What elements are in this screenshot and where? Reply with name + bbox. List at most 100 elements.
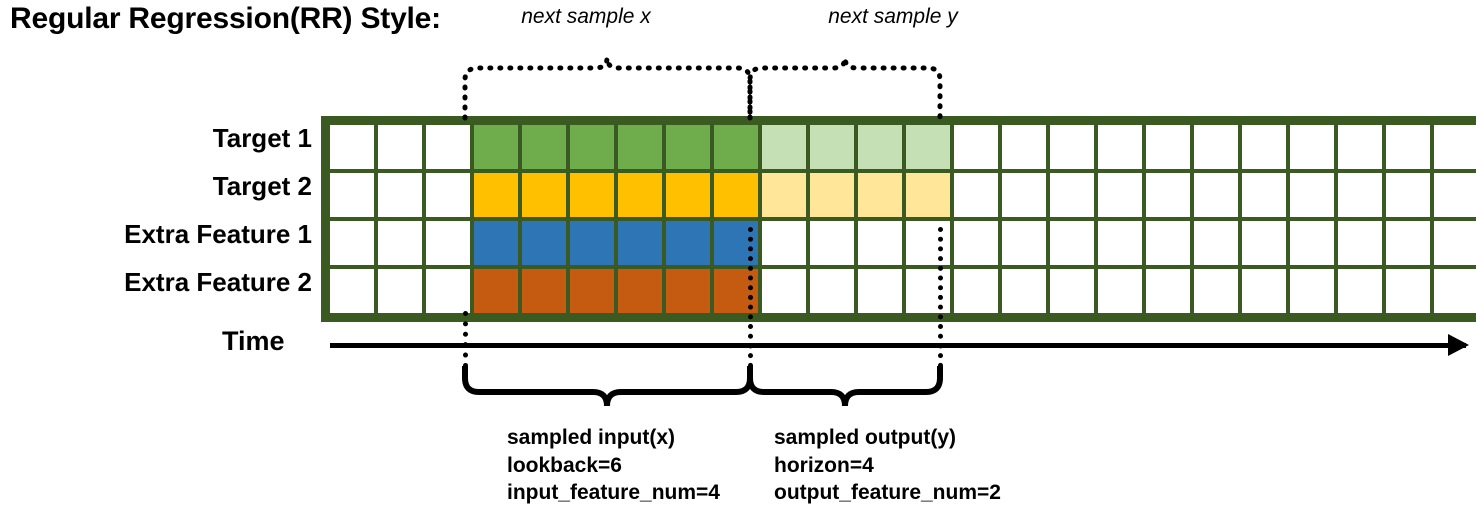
grid-cell-light bbox=[810, 173, 854, 217]
grid-cell-empty bbox=[1434, 125, 1476, 169]
grid-cell-empty bbox=[1290, 173, 1334, 217]
row-label-column: Target 1 Target 2 Extra Feature 1 Extra … bbox=[8, 117, 312, 311]
time-axis-arrow-icon bbox=[1448, 334, 1469, 356]
grid-cell-empty bbox=[378, 173, 422, 217]
grid-cell-empty bbox=[954, 173, 998, 217]
grid-cell-dark bbox=[474, 221, 518, 265]
grid-cell-empty bbox=[762, 221, 806, 265]
grid-cell-empty bbox=[762, 269, 806, 313]
grid-cell-empty bbox=[1050, 269, 1094, 313]
grid-cell-dark bbox=[522, 221, 566, 265]
grid-cell-empty bbox=[1194, 269, 1238, 313]
grid-cell-empty bbox=[810, 269, 854, 313]
grid-cell-empty bbox=[378, 221, 422, 265]
grid-cell-empty bbox=[426, 221, 470, 265]
grid-cell-dark bbox=[570, 269, 614, 313]
grid-cell-empty bbox=[954, 125, 998, 169]
top-brace-1-caption: next sample x bbox=[521, 5, 651, 28]
time-axis-label: Time bbox=[222, 326, 285, 356]
grid-cell-dark bbox=[474, 269, 518, 313]
grid-cell-dark bbox=[618, 125, 662, 169]
bottom-brace-1-line-2: lookback=6 bbox=[507, 453, 622, 477]
grid-row bbox=[330, 221, 1476, 265]
grid-cell-empty bbox=[1242, 221, 1286, 265]
grid-cell-dark bbox=[474, 125, 518, 169]
grid-cell-empty bbox=[330, 221, 374, 265]
grid-cell-empty bbox=[1386, 125, 1430, 169]
grid-cell-empty bbox=[1338, 221, 1382, 265]
grid-cell-dark bbox=[522, 269, 566, 313]
timeseries-grid bbox=[321, 116, 1476, 322]
grid-cell-empty bbox=[1386, 221, 1430, 265]
top-brace-2-caption: next sample y bbox=[828, 5, 958, 28]
bottom-brace-2-line-1: sampled output(y) bbox=[774, 426, 956, 449]
grid-cell-empty bbox=[954, 269, 998, 313]
grid-cell-light bbox=[810, 125, 854, 169]
bottom-brace-1-caption: sampled input(x) lookback=6 input_featur… bbox=[507, 424, 720, 507]
grid-cell-empty bbox=[1338, 269, 1382, 313]
bottom-brace-2-line-2: horizon=4 bbox=[774, 453, 874, 477]
grid-cell-empty bbox=[1050, 125, 1094, 169]
grid-cell-empty bbox=[1002, 125, 1046, 169]
grid-cell-empty bbox=[1002, 173, 1046, 217]
grid-cell-dark bbox=[666, 125, 710, 169]
grid-cell-empty bbox=[426, 173, 470, 217]
grid-row bbox=[330, 269, 1476, 313]
grid-cell-light bbox=[762, 173, 806, 217]
grid-cell-dark bbox=[714, 173, 758, 217]
grid-cell-empty bbox=[1146, 125, 1190, 169]
grid-cell-empty bbox=[1194, 173, 1238, 217]
grid-cell-empty bbox=[1434, 173, 1476, 217]
grid-cell-empty bbox=[1434, 269, 1476, 313]
grid-cell-empty bbox=[1146, 269, 1190, 313]
grid-cell-empty bbox=[1050, 221, 1094, 265]
grid-cell-empty bbox=[426, 269, 470, 313]
time-axis-line bbox=[330, 343, 1466, 348]
row-label-extra-feature-2: Extra Feature 2 bbox=[124, 267, 312, 297]
grid-cell-empty bbox=[954, 221, 998, 265]
grid-cell-empty bbox=[1002, 221, 1046, 265]
grid-cell-dark bbox=[666, 269, 710, 313]
row-label-extra-feature-1: Extra Feature 1 bbox=[124, 219, 312, 249]
grid-cell-empty bbox=[1290, 221, 1334, 265]
guide-line-input-end bbox=[748, 227, 753, 368]
bottom-brace-2-caption: sampled output(y) horizon=4 output_featu… bbox=[774, 424, 1001, 507]
grid-row bbox=[330, 173, 1476, 217]
grid-cell-empty bbox=[1146, 173, 1190, 217]
grid-cell-empty bbox=[1098, 221, 1142, 265]
grid-cell-dark bbox=[570, 221, 614, 265]
grid-cell-empty bbox=[1194, 125, 1238, 169]
grid-row bbox=[330, 125, 1476, 169]
grid-cell-dark bbox=[474, 173, 518, 217]
grid-cell-dark bbox=[522, 125, 566, 169]
grid-cell-empty bbox=[1194, 221, 1238, 265]
grid-cell-dark bbox=[570, 173, 614, 217]
bottom-brace-1-line-1: sampled input(x) bbox=[507, 426, 676, 449]
grid-cell-empty bbox=[858, 269, 902, 313]
grid-cell-empty bbox=[1290, 125, 1334, 169]
grid-cell-light bbox=[762, 125, 806, 169]
grid-cell-empty bbox=[378, 269, 422, 313]
guide-line-input-start bbox=[463, 311, 468, 368]
bottom-brace-2-line-3: output_feature_num=2 bbox=[774, 481, 1001, 505]
guide-line-output-end bbox=[938, 227, 943, 368]
grid-cell-dark bbox=[570, 125, 614, 169]
grid-cell-light bbox=[858, 125, 902, 169]
grid-cell-empty bbox=[1290, 269, 1334, 313]
grid-cell-empty bbox=[1338, 125, 1382, 169]
top-brace-next-sample-x bbox=[462, 57, 753, 121]
grid-cell-light bbox=[858, 173, 902, 217]
bottom-brace-1-line-3: input_feature_num=4 bbox=[507, 481, 720, 505]
grid-cell-empty bbox=[1242, 269, 1286, 313]
grid-cell-empty bbox=[1002, 269, 1046, 313]
grid-cell-empty bbox=[378, 125, 422, 169]
row-label-target-1: Target 1 bbox=[212, 123, 312, 153]
grid-cell-dark bbox=[618, 269, 662, 313]
grid-cell-empty bbox=[1146, 221, 1190, 265]
grid-cell-empty bbox=[426, 125, 470, 169]
grid-cell-dark bbox=[618, 221, 662, 265]
grid-cell-empty bbox=[330, 269, 374, 313]
